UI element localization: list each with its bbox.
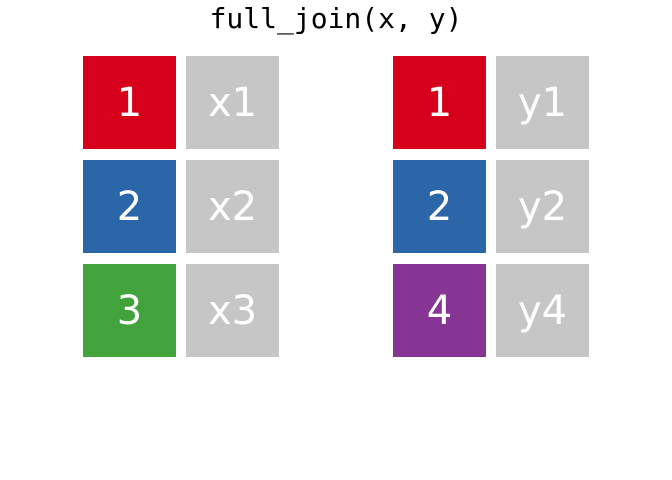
table-y-key-cell: 4	[393, 264, 486, 357]
diagram-title: full_join(x, y)	[209, 2, 463, 35]
table-y-value-cell: y2	[496, 160, 589, 253]
table-x-value-cell: x2	[186, 160, 279, 253]
table-y-key-cell: 2	[393, 160, 486, 253]
table-x-value-cell: x1	[186, 56, 279, 149]
table-y-value-cell: y4	[496, 264, 589, 357]
table-y-value-cell: y1	[496, 56, 589, 149]
table-y-key-cell: 1	[393, 56, 486, 149]
table-x-key-cell: 2	[83, 160, 176, 253]
table-x-value-cell: x3	[186, 264, 279, 357]
table-x-key-cell: 3	[83, 264, 176, 357]
table-x-key-cell: 1	[83, 56, 176, 149]
